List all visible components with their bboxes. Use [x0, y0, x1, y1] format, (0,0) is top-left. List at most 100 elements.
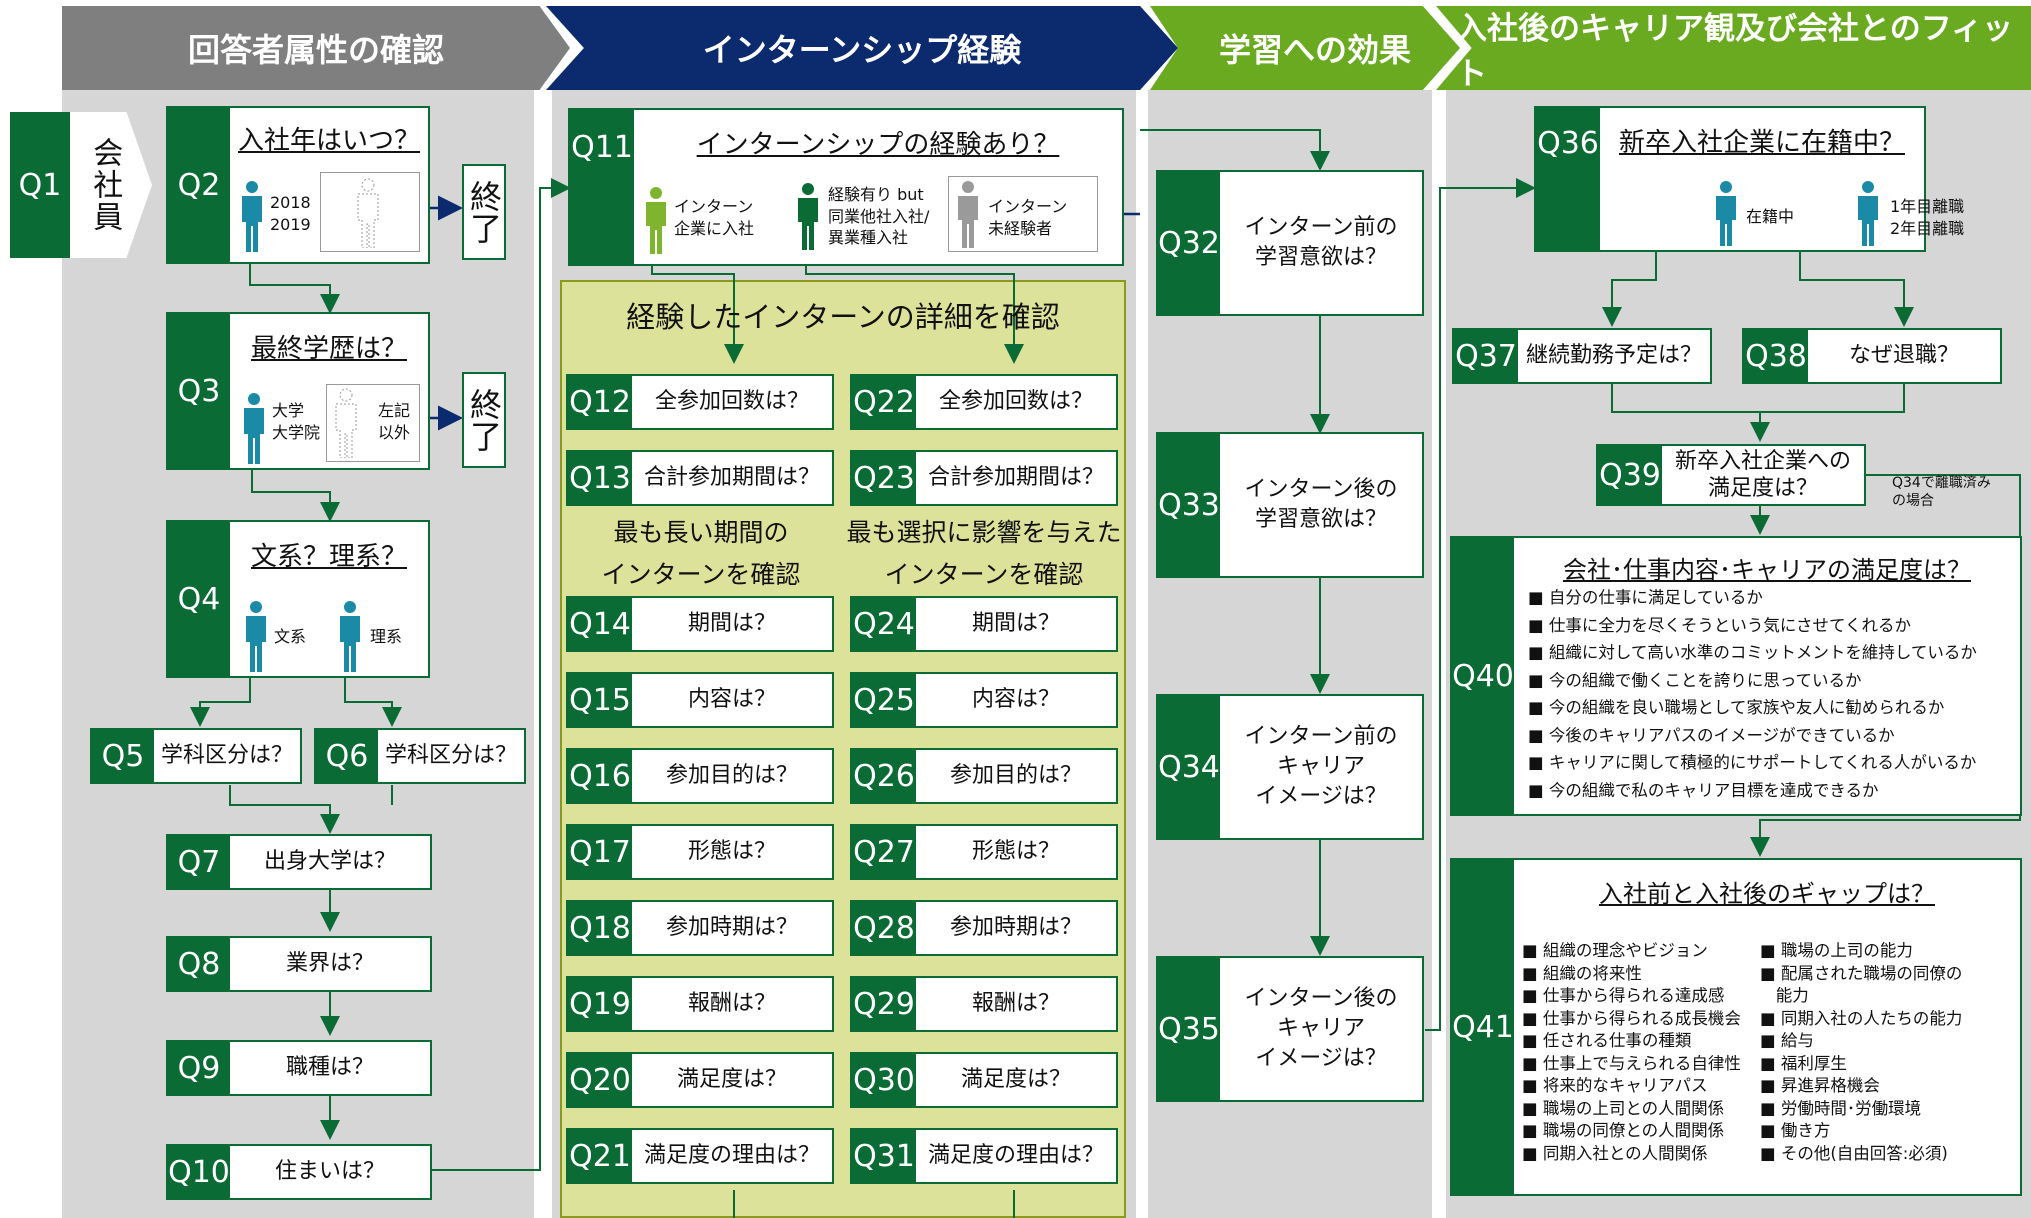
q24-text: 期間は？: [971, 611, 1060, 637]
detail-left-sub: 最も長い期間の インターンを確認: [601, 518, 801, 589]
q11-opt2: 経験有り but 同業他社入社/ 異業種入社: [828, 185, 930, 248]
q8-number: Q8: [168, 938, 230, 990]
q24-box: Q24 期間は？: [850, 596, 1118, 652]
q41-number: Q41: [1452, 860, 1514, 1194]
q2-title: 入社年はいつ？: [237, 126, 420, 156]
list-item: 仕事上で与えられる自律性: [1522, 1053, 1741, 1076]
q11-opt1: インターン 企業に入社: [674, 197, 755, 238]
q41-left-items: 組織の理念やビジョン組織の将来性仕事から得られる達成感仕事から得られる成長機会任…: [1522, 940, 1741, 1165]
person-outline-icon: [335, 388, 357, 458]
q41-box: Q41 入社前と入社後のギャップは？ 組織の理念やビジョン組織の将来性仕事から得…: [1450, 858, 2022, 1196]
q39-box: Q39 新卒入社企業への 満足度は？: [1596, 444, 1866, 506]
q36-number: Q36: [1536, 108, 1600, 250]
q34-text: インターン前の キャリア イメージは？: [1244, 724, 1398, 809]
q40-number: Q40: [1452, 538, 1514, 814]
q37-number: Q37: [1454, 330, 1518, 382]
q17-number: Q17: [568, 826, 632, 878]
q29-box: Q29 報酬は？: [850, 976, 1118, 1032]
q39-number: Q39: [1598, 446, 1662, 504]
q13-text: 合計参加期間は？: [643, 465, 820, 491]
q28-number: Q28: [852, 902, 916, 954]
q30-text: 満足度は？: [960, 1067, 1071, 1093]
q15-number: Q15: [568, 674, 632, 726]
q18-number: Q18: [568, 902, 632, 954]
q7-number: Q7: [168, 836, 230, 888]
q3-edu: 大学 大学院: [272, 401, 321, 442]
q9-text: 職種は？: [285, 1055, 374, 1081]
q11-title: インターンシップの経験あり？: [696, 130, 1060, 160]
q39-note: Q34で離職済み の場合: [1892, 475, 1991, 510]
list-item: 職場の同僚との人間関係: [1522, 1120, 1741, 1143]
q26-text: 参加目的は？: [949, 763, 1082, 789]
list-item: 自分の仕事に満足しているか: [1528, 584, 1977, 612]
q2-end-label: 終了: [465, 180, 503, 244]
q3-end-box: 終了: [462, 372, 506, 468]
q24-number: Q24: [852, 598, 916, 650]
q9-box: Q9 職種は？: [166, 1040, 432, 1096]
header-learning-label: 学習への効果: [1218, 31, 1411, 69]
q7-box: Q7 出身大学は？: [166, 834, 432, 890]
q31-number: Q31: [852, 1130, 916, 1182]
q16-number: Q16: [568, 750, 632, 802]
list-item: 職場の上司の能力: [1760, 940, 1962, 963]
q1-label: 会社員: [70, 112, 152, 258]
person-icon-gray: [958, 181, 978, 248]
q29-number: Q29: [852, 978, 916, 1030]
q29-text: 報酬は？: [971, 991, 1060, 1017]
q17-text: 形態は？: [687, 839, 776, 865]
q26-number: Q26: [852, 750, 916, 802]
q10-text: 住まいは？: [274, 1159, 385, 1185]
q8-box: Q8 業界は？: [166, 936, 432, 992]
q22-text: 全参加回数は？: [938, 389, 1093, 415]
q7-text: 出身大学は？: [263, 849, 396, 875]
list-item: 福利厚生: [1760, 1053, 1962, 1076]
person-icon: [1716, 181, 1736, 246]
q20-text: 満足度は？: [676, 1067, 787, 1093]
person-icon: [1858, 181, 1878, 246]
q3-number: Q3: [168, 314, 230, 468]
q2-end-box: 終了: [462, 164, 506, 260]
q12-text: 全参加回数は？: [654, 389, 809, 415]
list-item: 組織に対して高い水準のコミットメントを維持しているか: [1528, 639, 1977, 667]
list-item: 昇進昇格機会: [1760, 1075, 1962, 1098]
q4-box: Q4 文系？理系？ 文系 理系: [166, 520, 430, 678]
list-item: 今の組織で働くことを誇りに思っているか: [1528, 667, 1977, 695]
q5-text: 学科区分は？: [160, 743, 293, 769]
list-item: 給与: [1760, 1030, 1962, 1053]
list-item: 仕事から得られる達成感: [1522, 985, 1741, 1008]
q26-box: Q26 参加目的は？: [850, 748, 1118, 804]
q34-number: Q34: [1158, 696, 1220, 838]
q6-box: Q6 学科区分は？: [314, 728, 526, 784]
q2-other-frame: [320, 172, 420, 252]
q16-text: 参加目的は？: [665, 763, 798, 789]
header-attributes-label: 回答者属性の確認: [187, 31, 444, 69]
q38-text: なぜ退職？: [1848, 343, 1959, 369]
q19-text: 報酬は？: [687, 991, 776, 1017]
list-item: 仕事に全力を尽くそうという気にさせてくれるか: [1528, 612, 1977, 640]
header-career-label: 入社後のキャリア観及び会社とのフィット: [1456, 11, 2014, 92]
header-internship: インターンシップ経験: [546, 6, 1178, 90]
q40-box: Q40 会社･仕事内容･キャリアの満足度は？ 自分の仕事に満足しているか仕事に全…: [1450, 536, 2022, 816]
q27-number: Q27: [852, 826, 916, 878]
q33-number: Q33: [1158, 434, 1220, 576]
q36-box: Q36 新卒入社企業に在籍中？ 在籍中 1年目離職 2年目離職: [1534, 106, 1964, 252]
detail-right-sub: 最も選択に影響を与えた インターンを確認: [846, 518, 1122, 589]
header-internship-label: インターンシップ経験: [702, 31, 1022, 69]
q3-end-label: 終了: [465, 388, 503, 452]
q4-bunkei: 文系: [274, 627, 307, 646]
list-item: 組織の将来性: [1522, 963, 1741, 986]
q21-number: Q21: [568, 1130, 632, 1182]
q3-other-frame: [326, 384, 420, 462]
header-career: 入社後のキャリア観及び会社とのフィット: [1436, 6, 2031, 90]
q6-number: Q6: [316, 730, 378, 782]
q2-number: Q2: [168, 108, 230, 262]
q32-number: Q32: [1158, 172, 1220, 314]
q6-text: 学科区分は？: [384, 743, 517, 769]
q14-text: 期間は？: [687, 611, 776, 637]
q35-number: Q35: [1158, 958, 1220, 1100]
